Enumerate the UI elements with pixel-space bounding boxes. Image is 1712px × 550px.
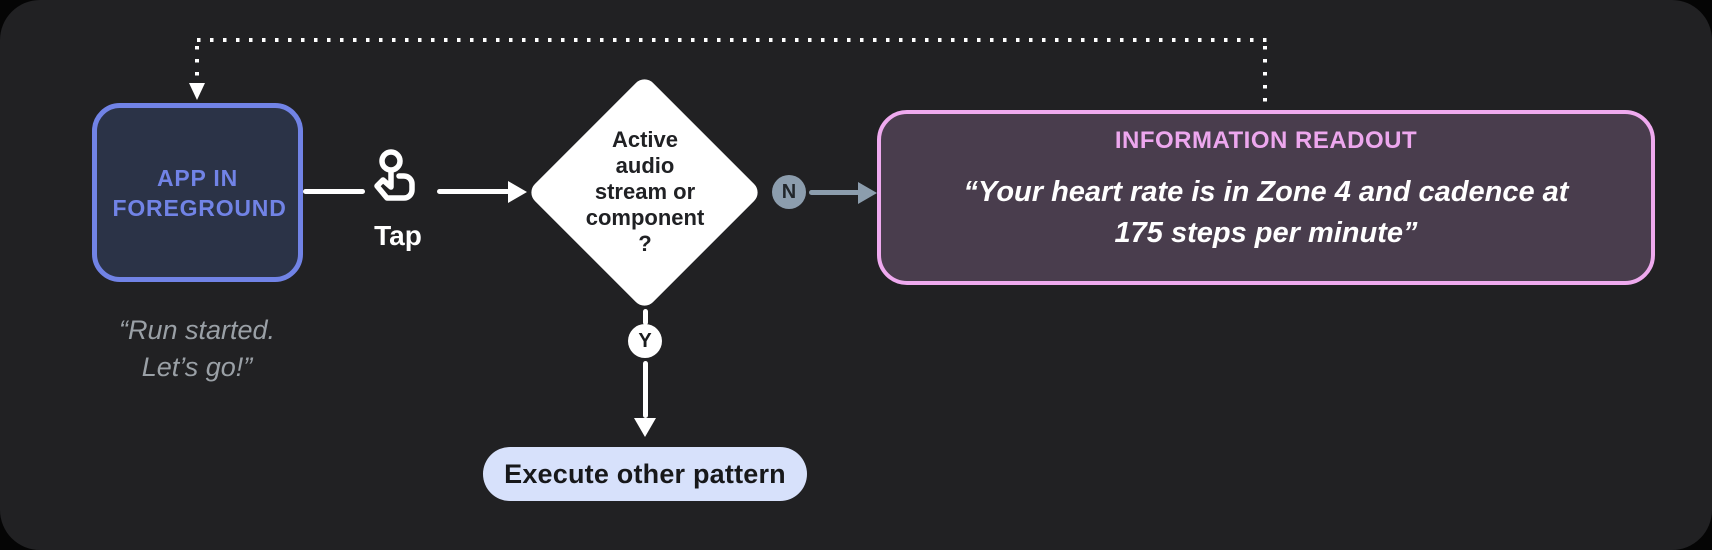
readout-quote-line-1: “Your heart rate is in Zone 4 and cadenc… <box>963 176 1569 208</box>
caption-line-2: Let’s go!” <box>141 352 253 382</box>
decision-line-5: ? <box>638 231 652 256</box>
decision-line-1: Active <box>611 127 679 152</box>
connector-tap-to-decision <box>437 189 510 194</box>
decision-line-4: component <box>585 205 705 230</box>
execute-arrowhead-icon <box>634 418 656 437</box>
loop-dotted-line-left <box>195 46 199 80</box>
decision-arrowhead-icon <box>508 181 527 203</box>
decision-question: Active audio stream or component ? <box>545 127 745 257</box>
tap-step-label: Tap <box>374 220 422 251</box>
node-execute-other-pattern: Execute other pattern <box>483 447 807 501</box>
connector-app-to-tap <box>303 189 365 194</box>
decision-line-3: stream or <box>594 179 696 204</box>
connector-decision-to-yes <box>643 309 648 325</box>
tap-gesture-icon <box>364 148 428 216</box>
readout-quote: “Your heart rate is in Zone 4 and cadenc… <box>881 172 1651 254</box>
branch-no-badge: N <box>772 175 806 209</box>
readout-title: INFORMATION READOUT <box>1114 127 1418 154</box>
connector-yes-to-execute <box>643 361 648 418</box>
connector-no-to-readout <box>809 190 860 195</box>
caption-line-1: “Run started. <box>118 315 276 345</box>
app-node-caption: “Run started. Let’s go!” <box>62 312 332 386</box>
decision-line-2: audio <box>615 153 675 178</box>
app-node-label: APP IN FOREGROUND <box>112 164 287 221</box>
node-information-readout: INFORMATION READOUT “Your heart rate is … <box>877 110 1655 285</box>
node-app-in-foreground: APP IN FOREGROUND <box>92 103 303 282</box>
loop-dotted-line-right <box>1263 46 1267 106</box>
execute-node-label: Execute other pattern <box>504 458 786 489</box>
readout-quote-line-2: 175 steps per minute” <box>1114 217 1418 249</box>
branch-yes-badge: Y <box>628 324 662 358</box>
loop-dotted-line-horizontal <box>197 38 1267 42</box>
readout-arrowhead-icon <box>858 182 877 204</box>
loop-arrowhead-icon <box>189 83 205 100</box>
